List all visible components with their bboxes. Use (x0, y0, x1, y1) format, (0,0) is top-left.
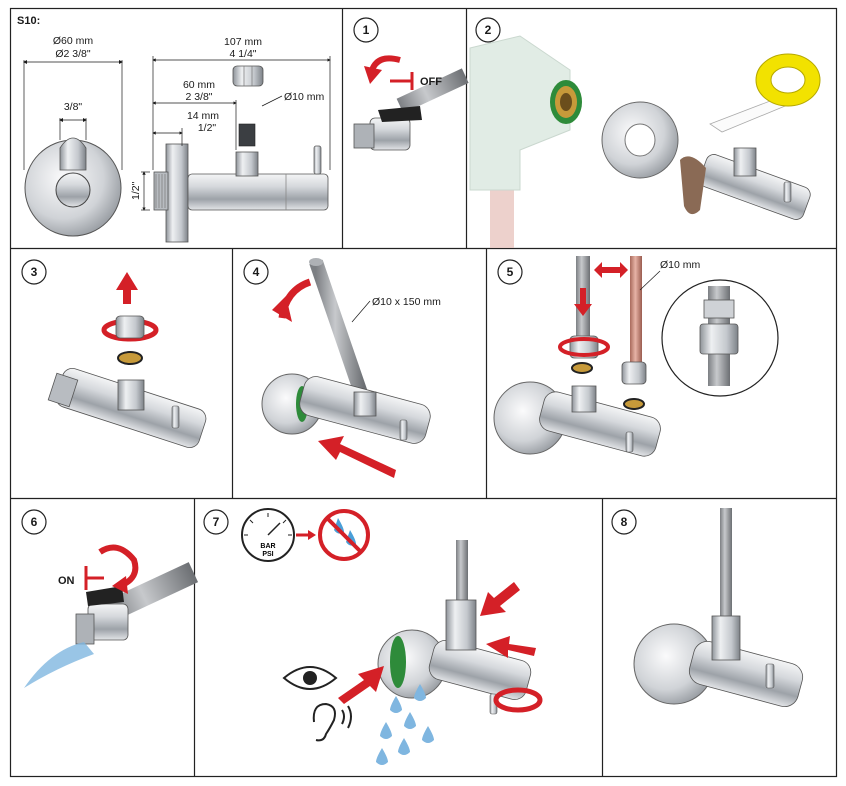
dim-total-in: 4 1/4" (229, 48, 256, 60)
copper-pipe (630, 256, 642, 382)
panel-grid (9, 7, 838, 778)
panel-step-1: 1 OFF (353, 17, 469, 151)
dim-body-in: 2 3/8" (185, 91, 212, 103)
up-arrow-icon (116, 272, 138, 304)
panel-step-8: 8 (611, 508, 804, 707)
ear-icon (312, 702, 352, 742)
step-number: 4 (253, 265, 260, 279)
pipe-size-label: Ø10 x 150 mm (372, 296, 441, 308)
dim-height-in: 1/2" (130, 181, 142, 200)
main-valve-icon (353, 68, 469, 151)
panel-step-5: 5 Ø10 mm (493, 256, 779, 457)
water-flow (24, 642, 94, 688)
panel-step-6: 6 ON (21, 509, 199, 688)
rotate-arrow-icon (369, 55, 401, 72)
valve-state-label: OFF (420, 76, 442, 88)
check-arrows (338, 582, 536, 704)
step-number: 3 (31, 265, 38, 279)
dim-thread-mm: 14 mm (187, 110, 219, 122)
valve-side-view (153, 65, 329, 243)
angle-valve-icon (377, 599, 532, 715)
valve-state-label: ON (58, 575, 75, 587)
copper-size-label: Ø10 mm (660, 259, 701, 271)
step-number: 2 (485, 23, 492, 37)
supply-pipe (720, 508, 732, 616)
rotate-arrow-icon (98, 544, 139, 589)
supply-pipe (309, 259, 371, 405)
step-number: 8 (621, 515, 628, 529)
panel-dimensions: S10: Ø60 mm Ø2 3/8" 3/8" (17, 15, 331, 243)
panel-step-2: 2 (469, 17, 821, 248)
dim-flange-in: Ø2 3/8" (55, 48, 91, 60)
compare-arrow-icon (594, 262, 628, 278)
pressure-gauge-icon: BAR PSI (241, 508, 295, 562)
panel-step-4: 4 Ø10 x 150 mm (243, 258, 441, 478)
svg-text:BAR: BAR (260, 543, 275, 550)
dim-thread-in: 1/2" (198, 122, 217, 134)
dim-outlet-mm: Ø10 mm (284, 91, 325, 103)
sheet-code: S10: (17, 15, 40, 27)
detail-zoom-circle (661, 279, 779, 397)
dim-total-mm: 107 mm (224, 36, 262, 48)
water-drop-icon (376, 684, 434, 765)
eye-icon (282, 666, 338, 690)
angle-valve-icon (680, 147, 811, 220)
angle-valve-icon (47, 368, 207, 448)
nut-icon (232, 65, 264, 87)
olive-ring (117, 351, 143, 365)
step-number: 5 (507, 265, 514, 279)
step-number: 1 (363, 23, 370, 37)
dim-body-mm: 60 mm (183, 79, 215, 91)
wall-elbow-fitting (469, 35, 571, 248)
step-number: 7 (213, 515, 220, 529)
svg-text:PSI: PSI (262, 551, 273, 558)
panel-step-3: 3 (21, 259, 207, 448)
rotate-arrow-icon (493, 687, 543, 713)
ptfe-tape-icon (709, 53, 821, 133)
push-arrow-icon (318, 436, 396, 478)
valve-lever (86, 586, 124, 606)
dim-nut-size: 3/8" (64, 101, 83, 113)
compression-nut (115, 315, 145, 339)
panel-step-7: 7 BAR PSI (203, 508, 543, 765)
no-water-icon (318, 509, 370, 561)
step-number: 6 (31, 515, 38, 529)
dim-flange-mm: Ø60 mm (53, 35, 94, 47)
